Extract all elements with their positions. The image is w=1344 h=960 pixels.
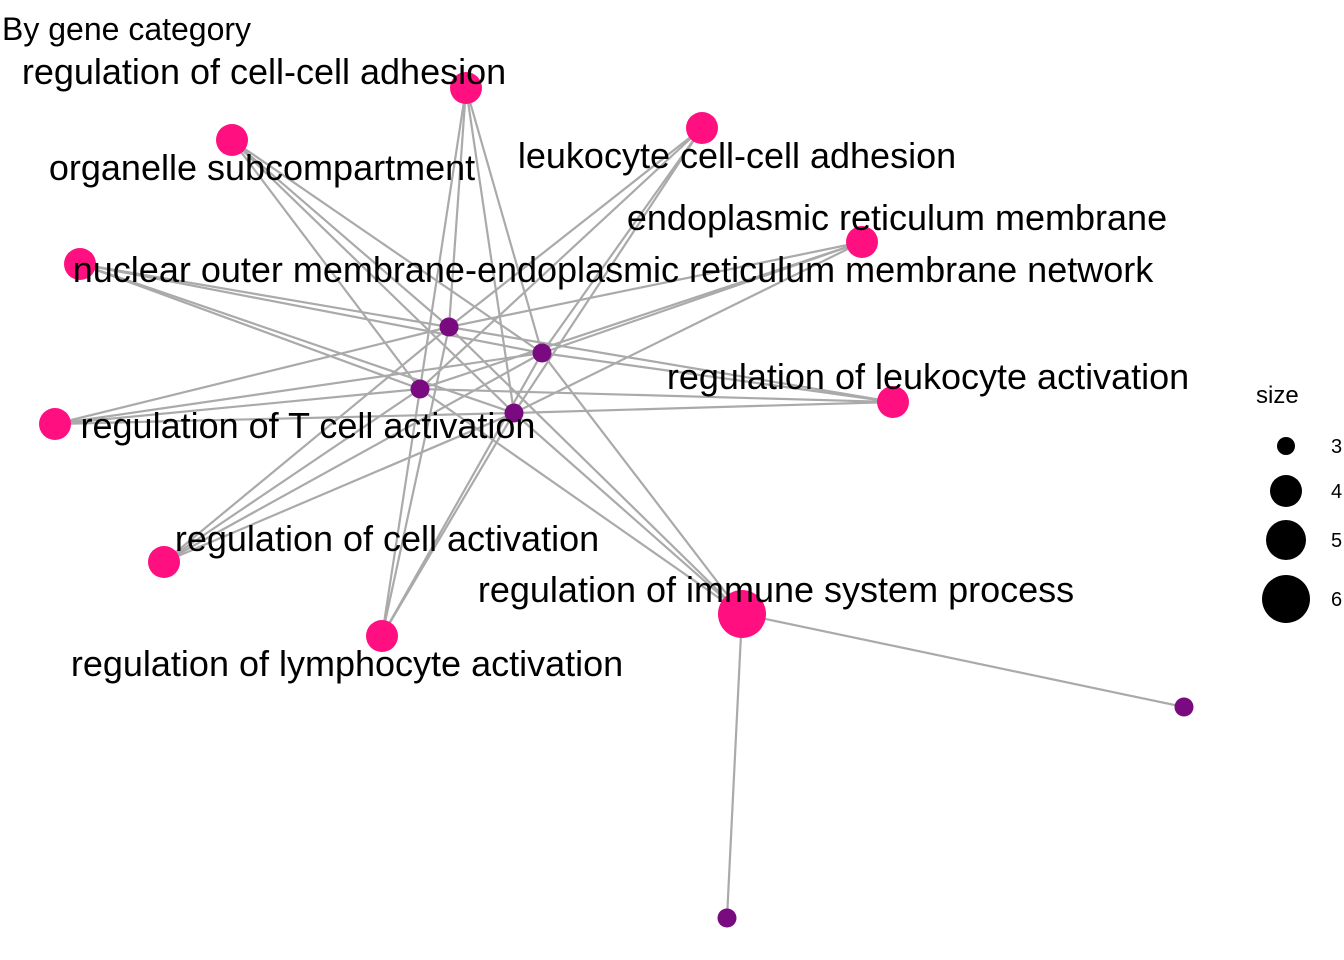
network-edge (448, 325, 894, 404)
category-label: nuclear outer membrane-endoplasmic retic… (73, 249, 1154, 290)
network-edge (231, 139, 515, 414)
network-edge (231, 139, 421, 390)
network-edge (54, 411, 515, 426)
network-edge (513, 400, 894, 415)
network-edge (419, 240, 863, 391)
network-edge (163, 352, 543, 563)
legend-size-label: 6 (1331, 589, 1342, 611)
network-edge (419, 387, 894, 404)
network-edge (163, 411, 515, 564)
legend-size-key (1262, 575, 1310, 623)
edges-layer (54, 87, 1185, 919)
gene-node (532, 343, 552, 363)
gene-node (410, 379, 430, 399)
network-edge (54, 325, 450, 426)
network-edge (54, 351, 543, 426)
category-label: regulation of cell activation (175, 518, 599, 559)
category-node (686, 112, 718, 144)
network-edge (447, 87, 468, 328)
category-node (39, 408, 71, 440)
network-edge (541, 127, 703, 354)
category-node (846, 226, 878, 258)
category-label: regulation of cell-cell adhesion (22, 51, 506, 92)
network-edge (464, 87, 544, 354)
legend-size-label: 4 (1331, 481, 1342, 503)
category-node (450, 72, 482, 104)
network-edge (725, 613, 744, 919)
gene-node (504, 403, 524, 423)
network-edge (448, 127, 703, 328)
network-edge (381, 412, 515, 637)
gene-node (717, 908, 737, 928)
category-node (877, 386, 909, 418)
network-edge (541, 351, 894, 404)
network-edge (380, 326, 451, 637)
legend-size-key (1270, 475, 1302, 507)
size-legend: size 3 4 5 6 (1256, 382, 1342, 623)
category-label: regulation of immune system process (478, 569, 1074, 610)
category-label: leukocyte cell-cell adhesion (518, 135, 956, 176)
network-edge (418, 87, 468, 390)
category-label: regulation of T cell activation (81, 405, 536, 446)
network-edge (419, 388, 743, 615)
network-edge (380, 388, 422, 637)
network-edge (79, 262, 450, 329)
network-edge (231, 139, 450, 328)
network-edge (79, 262, 515, 415)
network-edge (541, 352, 743, 615)
plot-title: By gene category (2, 11, 251, 47)
network-edge (741, 612, 1185, 709)
network-edge (513, 412, 743, 615)
gene-node (1174, 697, 1194, 717)
category-node (366, 620, 398, 652)
network-edge (513, 241, 863, 414)
gene-nodes-layer (410, 317, 1194, 928)
category-node (64, 248, 96, 280)
category-labels-layer: regulation of cell-cell adhesion organell… (22, 51, 1189, 684)
category-label: regulation of lymphocyte activation (71, 643, 623, 684)
network-edge (163, 388, 421, 563)
gene-node (439, 317, 459, 337)
category-nodes-layer (39, 72, 909, 652)
legend-size-key (1277, 437, 1295, 455)
category-label: regulation of leukocyte activation (667, 356, 1189, 397)
category-node (148, 546, 180, 578)
legend-items: 3 4 5 6 (1262, 436, 1342, 623)
legend-size-key (1266, 520, 1306, 560)
network-edge (54, 387, 421, 426)
network-edge (79, 262, 421, 391)
category-label: organelle subcompartment (49, 147, 475, 188)
category-node (718, 590, 766, 638)
category-label: endoplasmic reticulum membrane (627, 197, 1167, 238)
legend-size-label: 3 (1331, 436, 1342, 458)
network-edge (448, 240, 863, 329)
network-edge (448, 326, 743, 615)
network-edge (163, 326, 450, 563)
network-edge (79, 262, 543, 355)
network-edge (513, 127, 703, 414)
category-node (216, 124, 248, 156)
legend-title: size (1256, 382, 1299, 409)
legend-size-label: 5 (1331, 530, 1342, 552)
